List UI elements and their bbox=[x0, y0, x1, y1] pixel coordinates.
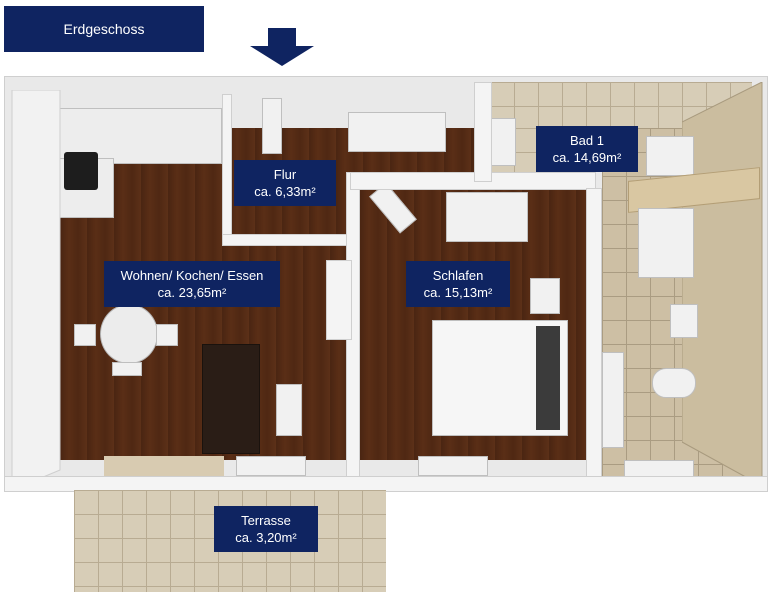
toilet bbox=[652, 368, 696, 398]
wall-bedroom-right bbox=[586, 188, 602, 492]
terrasse-area: ca. 3,20m² bbox=[235, 530, 297, 545]
terrasse-name: Terrasse bbox=[241, 513, 291, 528]
wardrobe bbox=[348, 112, 446, 152]
living-window bbox=[104, 456, 224, 476]
wall-bedroom-top bbox=[350, 172, 596, 190]
bad-name: Bad 1 bbox=[570, 133, 604, 148]
floor-title: Erdgeschoss bbox=[4, 6, 204, 52]
wall-living-hall bbox=[222, 94, 232, 244]
hall-door bbox=[262, 98, 282, 154]
bathroom-door bbox=[490, 118, 516, 166]
bottom-wall bbox=[4, 476, 768, 492]
bad-area: ca. 14,69m² bbox=[552, 150, 622, 165]
wohnen-name: Wohnen/ Kochen/ Essen bbox=[120, 268, 264, 283]
flur-name: Flur bbox=[273, 167, 297, 182]
washing-machine bbox=[646, 136, 694, 176]
label-bad: Bad 1 ca. 14,69m² bbox=[536, 126, 638, 172]
schlafen-area: ca. 15,13m² bbox=[423, 285, 493, 300]
entrance-arrow-icon bbox=[250, 28, 314, 66]
bathroom-right-wall bbox=[682, 82, 763, 486]
living-door bbox=[236, 456, 306, 476]
left-wall bbox=[11, 90, 61, 490]
bathtub-edge bbox=[602, 352, 624, 448]
chair-bottom bbox=[112, 362, 142, 376]
chair-left bbox=[74, 324, 96, 346]
sink bbox=[670, 304, 698, 338]
bedroom-wardrobe bbox=[446, 192, 528, 242]
flur-area: ca. 6,33m² bbox=[254, 184, 316, 199]
label-schlafen: Schlafen ca. 15,13m² bbox=[406, 261, 510, 307]
nightstand bbox=[530, 278, 560, 314]
rug bbox=[202, 344, 260, 454]
wall-mid-vertical bbox=[346, 172, 360, 492]
side-table bbox=[276, 384, 302, 436]
bedroom-window bbox=[418, 456, 488, 476]
label-wohnen: Wohnen/ Kochen/ Essen ca. 23,65m² bbox=[104, 261, 280, 307]
wall-hall-bottom bbox=[222, 234, 352, 246]
floor-title-text: Erdgeschoss bbox=[63, 21, 145, 37]
floor-plan bbox=[4, 72, 768, 492]
label-flur: Flur ca. 6,33m² bbox=[234, 160, 336, 206]
terrace-floor bbox=[74, 490, 386, 592]
shower bbox=[638, 208, 694, 278]
wohnen-area: ca. 23,65m² bbox=[157, 285, 227, 300]
label-terrasse: Terrasse ca. 3,20m² bbox=[214, 506, 318, 552]
stove-icon bbox=[64, 152, 98, 190]
wall-living-right bbox=[326, 260, 352, 340]
wall-bath-left bbox=[474, 82, 492, 182]
bed-headboard bbox=[536, 326, 560, 430]
dining-table bbox=[100, 304, 158, 364]
chair-right bbox=[156, 324, 178, 346]
schlafen-name: Schlafen bbox=[432, 268, 484, 283]
